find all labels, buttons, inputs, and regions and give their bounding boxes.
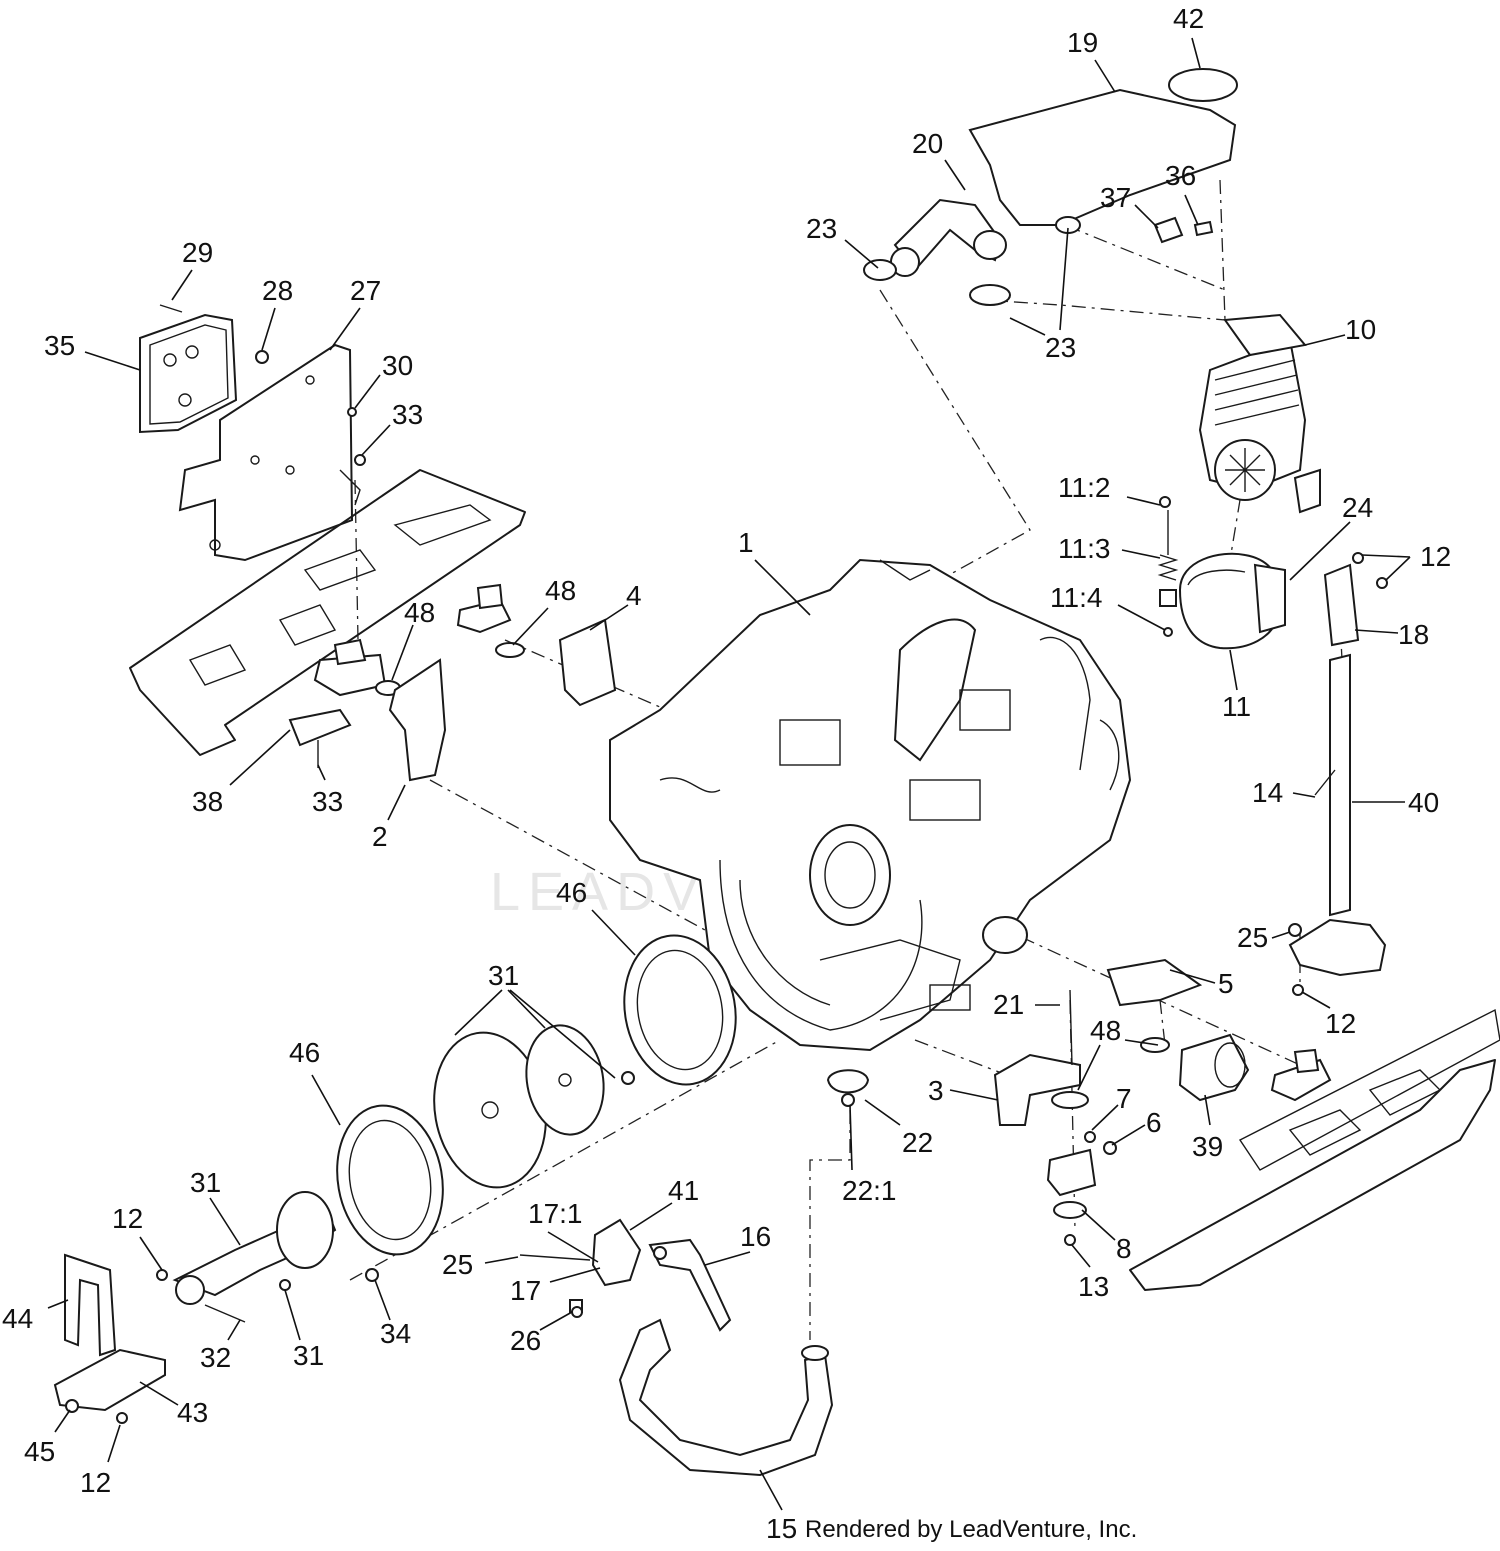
callout: 36 bbox=[1165, 160, 1196, 191]
engine-mount-right-rear bbox=[1270, 1048, 1332, 1102]
callout: 45 bbox=[24, 1436, 55, 1467]
callout: 32 bbox=[200, 1342, 231, 1373]
intake-hose-20 bbox=[863, 198, 1081, 306]
plate-43 bbox=[53, 1348, 166, 1412]
callout: 11 bbox=[1222, 691, 1251, 722]
callout-labels: 42 19 20 37 36 23 23 10 29 28 27 35 30 3… bbox=[2, 3, 1451, 1544]
callout: 17:1 bbox=[528, 1198, 583, 1229]
callout: 31 bbox=[293, 1340, 324, 1371]
frame-rail-right bbox=[1129, 1008, 1500, 1291]
callout: 38 bbox=[192, 786, 223, 817]
callout: 3 bbox=[928, 1075, 944, 1106]
callout: 40 bbox=[1408, 787, 1439, 818]
callout: 6 bbox=[1146, 1107, 1162, 1138]
callout: 18 bbox=[1398, 619, 1429, 650]
callout: 42 bbox=[1173, 3, 1204, 34]
callout: 30 bbox=[382, 350, 413, 381]
callout: 15 bbox=[766, 1513, 797, 1544]
callout: 19 bbox=[1067, 27, 1098, 58]
callout: 8 bbox=[1116, 1233, 1132, 1264]
callout: 35 bbox=[44, 330, 75, 361]
callout: 12 bbox=[112, 1203, 143, 1234]
callout: 48 bbox=[1090, 1015, 1121, 1046]
callout: 28 bbox=[262, 275, 293, 306]
isolator-mount-8 bbox=[1046, 1141, 1117, 1219]
throttle-linkage-41 bbox=[519, 1218, 732, 1332]
bracket-44 bbox=[64, 1253, 117, 1357]
leader-lines bbox=[47, 37, 1411, 1511]
callout: 46 bbox=[289, 1037, 320, 1068]
callout: 29 bbox=[182, 237, 213, 268]
support-bracket-18 bbox=[1323, 563, 1360, 647]
callout: 11:2 bbox=[1058, 472, 1110, 503]
callout: 23 bbox=[1045, 332, 1076, 363]
callout: 20 bbox=[912, 128, 943, 159]
engine-bracket-3 bbox=[993, 989, 1089, 1126]
frame-rail-left bbox=[129, 469, 526, 756]
callout: 17 bbox=[510, 1275, 541, 1306]
callout: 48 bbox=[545, 575, 576, 606]
callout: 33 bbox=[312, 786, 343, 817]
callout: 23 bbox=[806, 213, 837, 244]
callout: 11:4 bbox=[1050, 582, 1102, 613]
callout: 31 bbox=[190, 1167, 221, 1198]
callout: 10 bbox=[1345, 314, 1376, 345]
controller-ecu bbox=[139, 304, 238, 434]
callout: 2 bbox=[372, 821, 388, 852]
callout: 31 bbox=[488, 960, 519, 991]
support-post-40 bbox=[1288, 653, 1387, 977]
callout: 24 bbox=[1342, 492, 1373, 523]
callout: 44 bbox=[2, 1303, 33, 1334]
callout: 33 bbox=[392, 399, 423, 430]
callout: 22 bbox=[902, 1127, 933, 1158]
engine-bracket-5 bbox=[1106, 958, 1203, 1007]
gasket-46-front bbox=[623, 934, 737, 1086]
callout: 27 bbox=[350, 275, 381, 306]
callout: 48 bbox=[404, 597, 435, 628]
callout: 39 bbox=[1192, 1131, 1223, 1162]
exhaust-flange-22 bbox=[826, 1069, 870, 1107]
callout: 46 bbox=[556, 877, 587, 908]
engine-mount-right-top bbox=[456, 583, 617, 707]
callout: 26 bbox=[510, 1325, 541, 1356]
intake-tube-19 bbox=[968, 68, 1238, 226]
engine-bracket-2 bbox=[388, 658, 447, 782]
callout: 16 bbox=[740, 1221, 771, 1252]
callout: 12 bbox=[1325, 1008, 1356, 1039]
callout: 13 bbox=[1078, 1271, 1109, 1302]
callout: 11:3 bbox=[1058, 533, 1110, 564]
callout: 1 bbox=[738, 527, 754, 558]
engine-assembly bbox=[609, 558, 1132, 1052]
exhaust-pipe-15 bbox=[618, 1318, 834, 1477]
callout: 12 bbox=[1420, 541, 1451, 572]
footer-credit: Rendered by LeadVenture, Inc. bbox=[805, 1516, 1137, 1543]
callout: 37 bbox=[1100, 182, 1131, 213]
callout: 25 bbox=[442, 1249, 473, 1280]
air-cleaner-10 bbox=[1198, 313, 1321, 514]
callout: 41 bbox=[668, 1175, 699, 1206]
callout: 4 bbox=[626, 580, 642, 611]
gasket-46-rear bbox=[336, 1104, 444, 1256]
ecu-mount-bracket bbox=[178, 343, 361, 562]
callout: 5 bbox=[1218, 968, 1234, 999]
restriction-indicator bbox=[1153, 216, 1214, 244]
drive-shaft-31 bbox=[172, 1191, 337, 1323]
engine-mount-left bbox=[288, 638, 401, 768]
callout: 7 bbox=[1116, 1083, 1132, 1114]
callout: 21 bbox=[993, 989, 1024, 1020]
callout: 12 bbox=[80, 1467, 111, 1498]
callout: 22:1 bbox=[842, 1175, 897, 1206]
hardware-fasteners bbox=[65, 407, 1388, 1424]
callout: 14 bbox=[1252, 777, 1283, 808]
callout: 25 bbox=[1237, 922, 1268, 953]
drive-disc-31 bbox=[433, 1024, 605, 1189]
callout: 34 bbox=[380, 1318, 411, 1349]
air-cleaner-band-11 bbox=[1157, 510, 1286, 650]
callout: 43 bbox=[177, 1397, 208, 1428]
